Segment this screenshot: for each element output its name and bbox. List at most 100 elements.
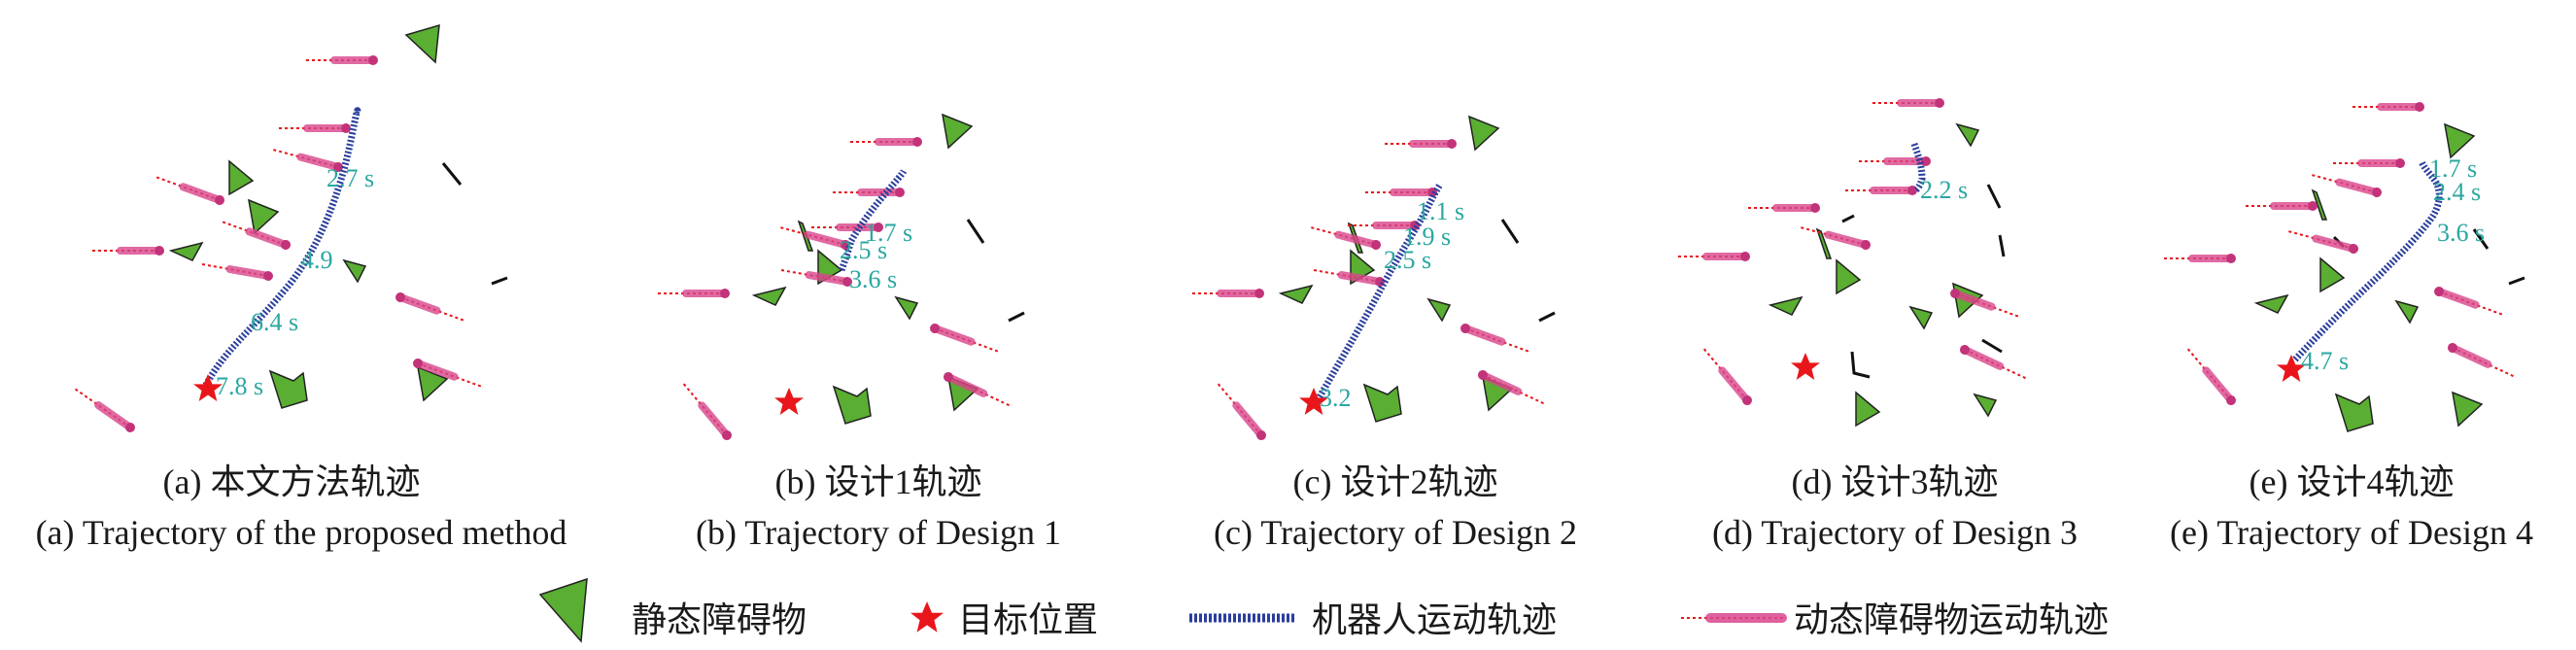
time-label: 3.6 s: [2437, 219, 2485, 247]
dynamic-obstacle-trail: [929, 323, 1001, 357]
dynamic-obstacle-trail: [1700, 345, 1754, 407]
static-obstacle-line: [1008, 311, 1025, 323]
static-obstacle: [248, 199, 279, 234]
panel-captions: (a) 本文方法轨迹 (a) Trajectory of the propose…: [36, 462, 2533, 552]
panel-d-caption-en: (d) Trajectory of Design 3: [1712, 513, 2078, 552]
dynamic-obstacle-trail: [2286, 226, 2359, 255]
static-obstacle: [1769, 296, 1803, 316]
time-label: 4.9: [301, 246, 333, 274]
static-obstacle: [833, 386, 872, 425]
target-star: [1791, 353, 1820, 380]
dynamic-obstacle-trail: [2352, 102, 2424, 112]
static-obstacle-line: [491, 276, 508, 286]
time-label: 1.9 s: [1403, 222, 1451, 251]
dynamic-obstacle-trail: [2245, 201, 2318, 211]
panel-b-caption-cn: (b) 设计1轨迹: [775, 462, 982, 501]
panel-c-caption-cn: (c) 设计2轨迹: [1293, 462, 1498, 501]
dynamic-obstacle-trail: [2446, 341, 2516, 381]
dynamic-obstacle-trail: [200, 259, 274, 282]
static-obstacle: [1468, 116, 1499, 151]
dynamic-obstacle-trail: [1364, 188, 1437, 197]
dynamic-obstacle-trail: [1799, 222, 1872, 251]
panel-a-plot: 2.7 s 4.9 6.4 s 7.8 s: [72, 24, 508, 434]
static-obstacle-line: [1986, 184, 2002, 209]
static-obstacle-line: [1841, 214, 1855, 223]
dynamic-obstacle-trail: [305, 55, 378, 65]
legend-robot-trajectory-label: 机器人运动轨迹: [1312, 600, 1557, 640]
time-label: 1.1 s: [1417, 197, 1464, 225]
legend-dynamic-obstacle-label: 动态障碍物运动轨迹: [1794, 600, 2109, 640]
dynamic-obstacle-trail: [832, 188, 905, 197]
static-obstacle: [2444, 123, 2475, 158]
time-label: 2.7 s: [326, 164, 374, 192]
static-obstacle: [1280, 285, 1313, 304]
time-label: 2.2 s: [1920, 176, 1968, 204]
dynamic-obstacle-trail: [1460, 323, 1531, 357]
dynamic-obstacle-trail: [1872, 98, 1944, 108]
target-star: [774, 388, 804, 415]
dynamic-obstacle-trail: [849, 137, 922, 147]
dynamic-obstacle-trail: [657, 289, 730, 298]
static-obstacle-line: [2472, 228, 2490, 250]
static-obstacle: [1855, 392, 1880, 427]
time-label: 2.5 s: [1384, 246, 1431, 274]
panel-a-caption-cn: (a) 本文方法轨迹: [163, 462, 421, 501]
dynamic-obstacle-trail: [1214, 380, 1268, 442]
dynamic-obstacle-trail: [1958, 343, 2028, 383]
dynamic-obstacle-trail: [1384, 139, 1457, 149]
panel-c-plot: 1.1 s 1.9 s 2.5 s 3.2: [1191, 116, 1556, 442]
static-obstacle: [1836, 259, 1861, 294]
dynamic-obstacle-trail: [2332, 158, 2405, 168]
time-label: 7.8 s: [216, 372, 263, 400]
static-obstacle: [1974, 393, 1997, 417]
time-label: 1.7 s: [865, 219, 912, 247]
time-label: 1.7 s: [2429, 154, 2477, 183]
dynamic-obstacle-trail: [1309, 222, 1382, 251]
dynamic-obstacle-trail: [2433, 286, 2505, 320]
panel-b-caption-en: (b) Trajectory of Design 1: [696, 513, 1061, 552]
dynamic-obstacle-trail: [679, 380, 734, 442]
robot-trajectory: [2292, 159, 2443, 362]
time-label: 4.7 s: [2301, 347, 2349, 375]
static-obstacle: [228, 160, 254, 195]
legend-static-obstacle-label: 静态障碍物: [632, 600, 807, 640]
dynamic-obstacle-trail: [395, 291, 466, 325]
panel-a-caption-en: (a) Trajectory of the proposed method: [36, 513, 567, 552]
dynamic-obstacle-trail: [1747, 203, 1820, 213]
dynamic-obstacle-trail: [1844, 186, 1917, 195]
static-obstacle: [343, 259, 366, 283]
panel-e-plot: 1.7 s 2.4 s 3.6 s 4.7 s: [2163, 102, 2525, 432]
static-obstacle: [753, 287, 786, 306]
dynamic-obstacle-trail: [1312, 265, 1386, 288]
dynamic-obstacle-trail: [1191, 289, 1264, 298]
static-obstacle: [2255, 294, 2288, 314]
robot-trajectory: [838, 169, 908, 272]
static-obstacle: [1956, 123, 1979, 147]
static-obstacle: [405, 24, 440, 63]
dynamic-obstacle-trail: [2163, 254, 2236, 263]
time-label: 6.4 s: [251, 308, 298, 336]
panel-e-caption-cn: (e) 设计4轨迹: [2250, 462, 2455, 501]
legend: 静态障碍物 目标位置 机器人运动轨迹 动态障碍物运动轨迹: [538, 577, 2109, 643]
static-obstacle: [942, 114, 973, 149]
static-obstacle: [895, 296, 918, 320]
panel-b-plot: 1.7 s 2.5 s 3.6 s: [657, 114, 1025, 442]
dynamic-obstacle-trail: [278, 123, 351, 133]
panel-d-caption-cn: (d) 设计3轨迹: [1792, 462, 1999, 501]
legend-static-obstacle-icon: [538, 577, 588, 643]
robot-trajectory: [200, 107, 361, 391]
time-label: 3.6 s: [849, 265, 897, 293]
static-obstacle-line: [1981, 338, 2003, 354]
robot-trajectory: [1910, 142, 1926, 194]
static-obstacle-line: [966, 219, 985, 244]
static-obstacle: [2452, 392, 2483, 427]
static-obstacle-line: [1538, 311, 1556, 323]
static-obstacle: [2395, 300, 2419, 324]
static-obstacle: [1909, 306, 1933, 329]
static-obstacle: [269, 370, 308, 409]
static-obstacle: [2335, 393, 2374, 432]
dynamic-obstacle-trail: [1677, 252, 1750, 261]
dynamic-obstacle-trail: [2310, 170, 2383, 198]
dynamic-obstacle-trail: [72, 385, 137, 434]
